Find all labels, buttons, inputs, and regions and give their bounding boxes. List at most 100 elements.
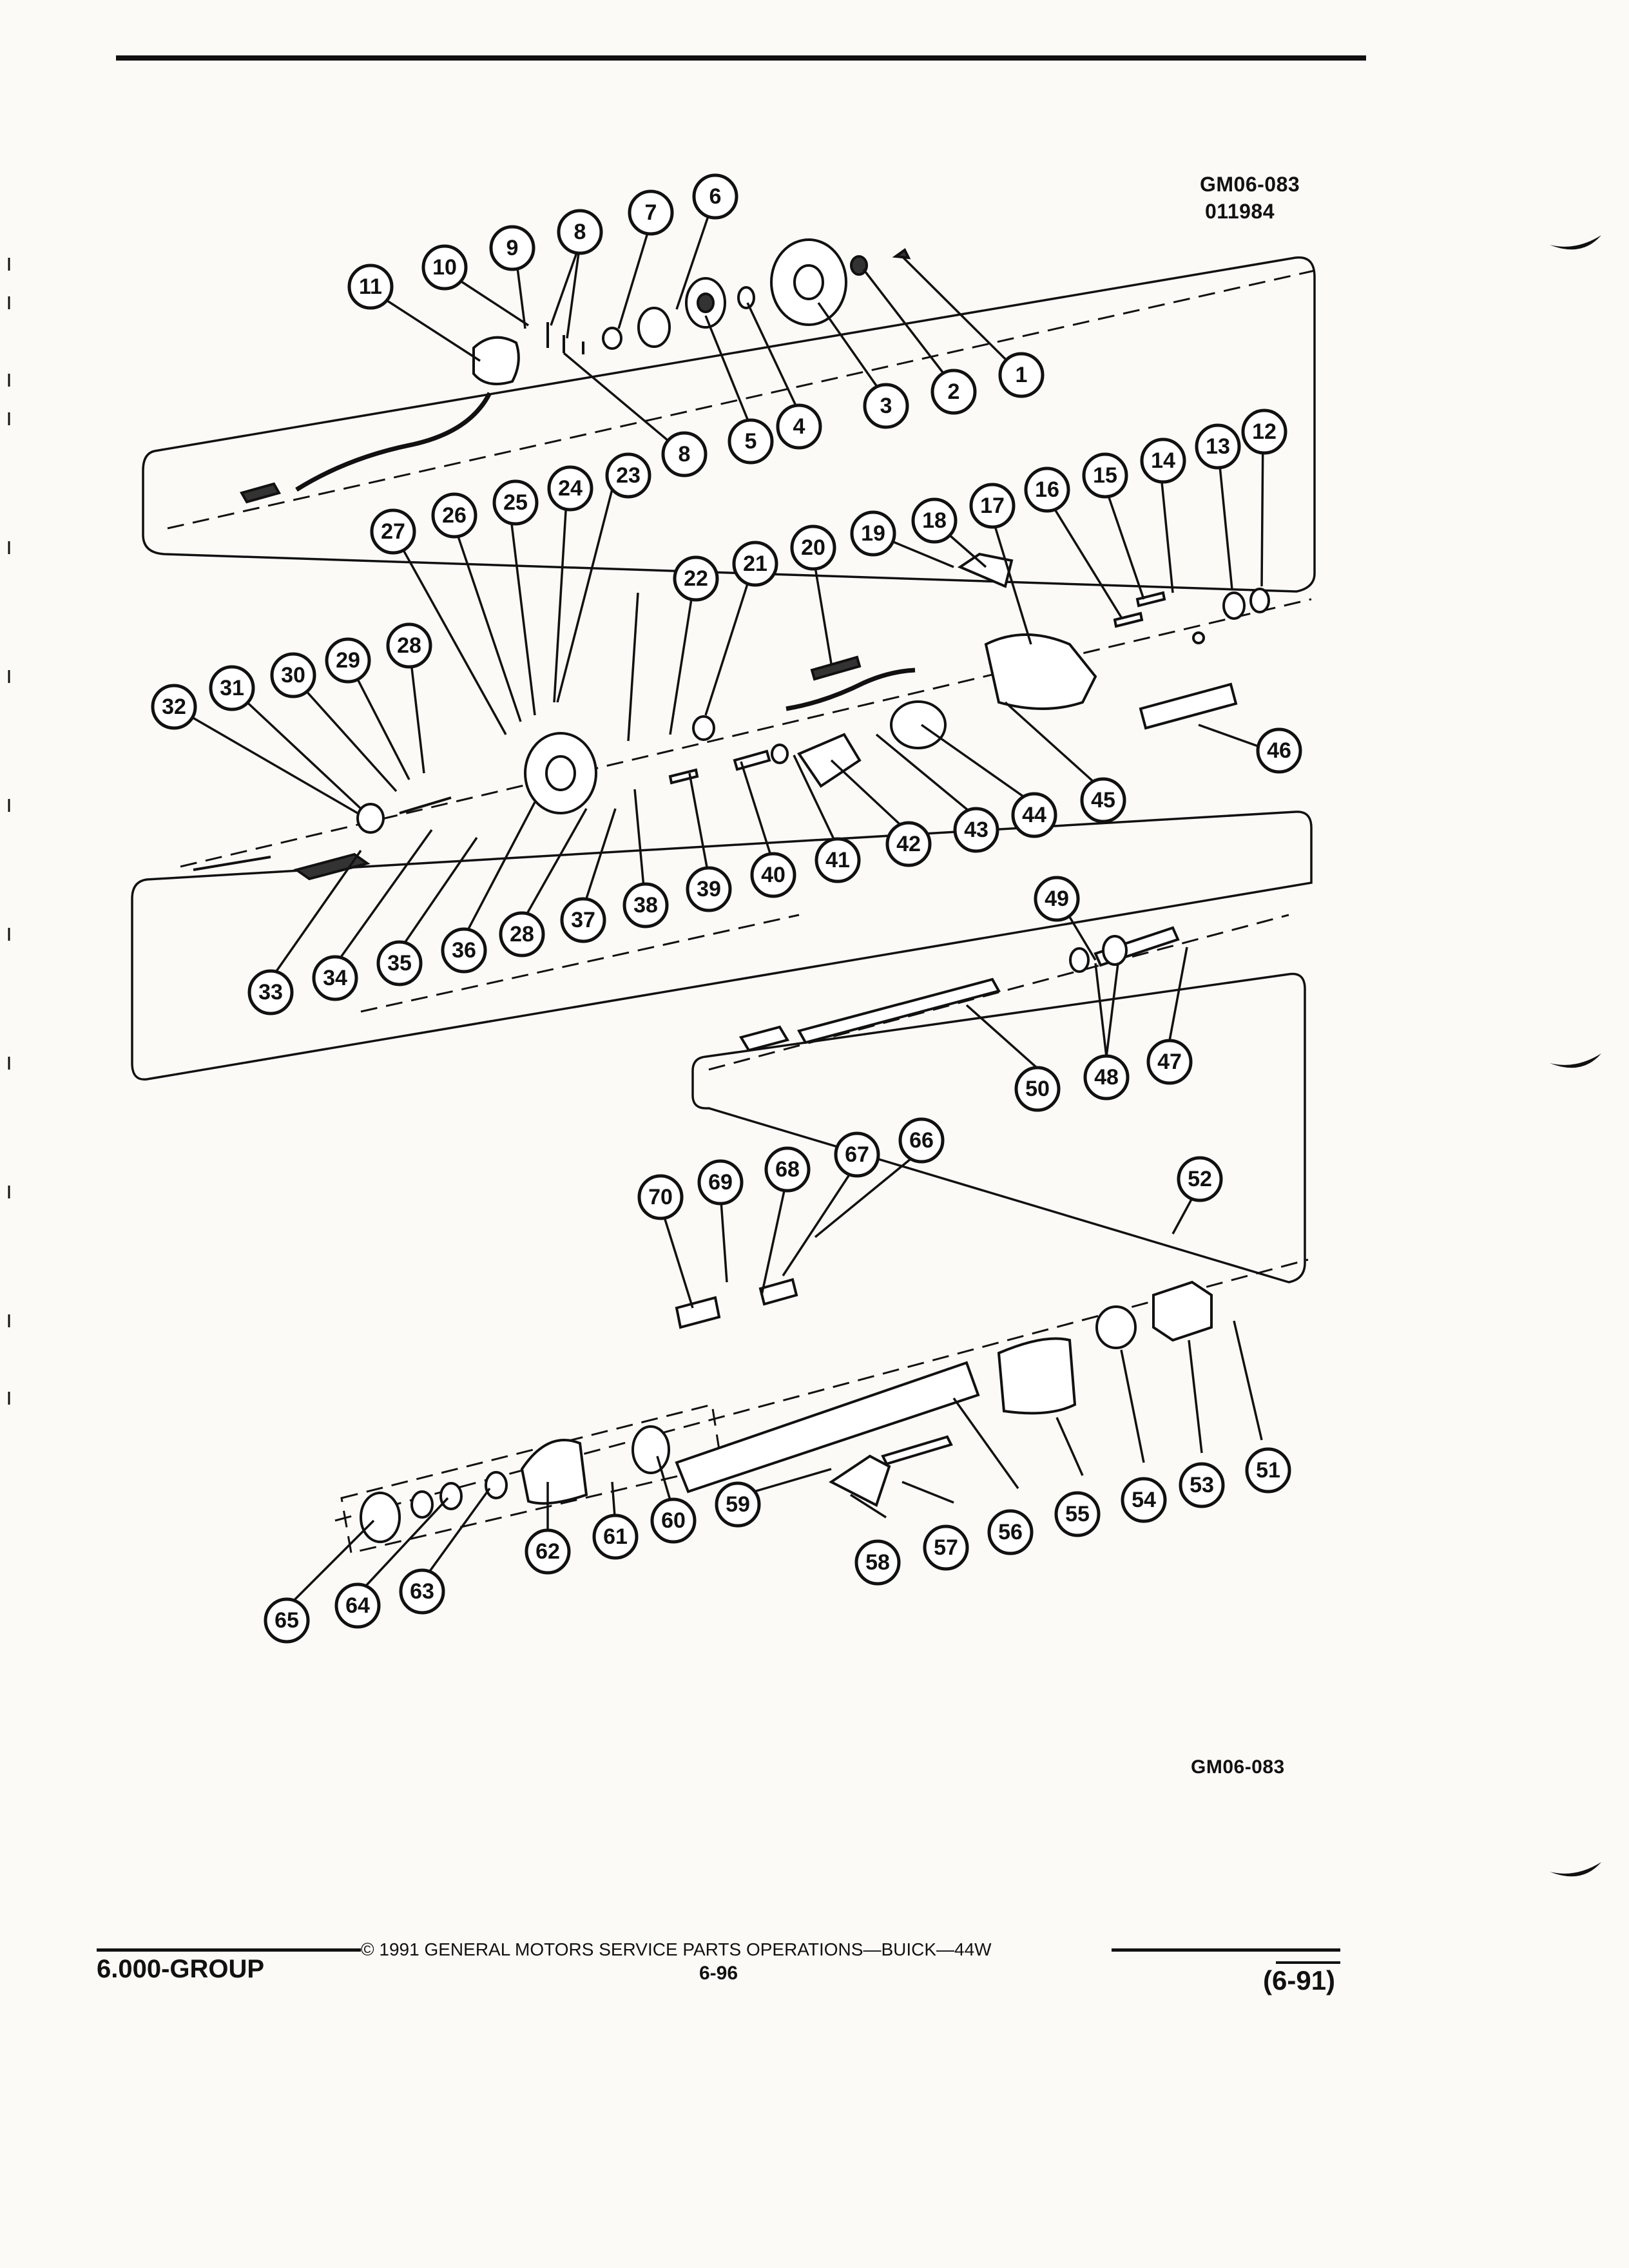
figure-id-bottom: GM06-083: [1191, 1756, 1285, 1778]
callout: 6: [692, 173, 738, 220]
svg-text:55: 55: [1065, 1502, 1090, 1526]
callout: 45: [1080, 777, 1126, 823]
callout: 17: [969, 483, 1016, 529]
callout: 14: [1140, 437, 1186, 484]
svg-text:35: 35: [387, 951, 412, 975]
svg-text:11: 11: [359, 274, 382, 299]
callout: 61: [592, 1514, 639, 1560]
callout: 11: [347, 264, 394, 310]
callout: 63: [399, 1568, 445, 1615]
svg-text:39: 39: [697, 877, 721, 901]
footer-left-rule: [97, 1948, 361, 1952]
svg-text:26: 26: [442, 503, 467, 528]
svg-text:8: 8: [679, 442, 691, 466]
svg-text:13: 13: [1206, 434, 1230, 459]
edge-mark: [1550, 1862, 1601, 1877]
callout: 51: [1245, 1447, 1291, 1494]
callout: 21: [732, 541, 778, 587]
svg-text:32: 32: [162, 695, 186, 719]
svg-text:24: 24: [558, 476, 583, 501]
svg-text:34: 34: [323, 966, 347, 990]
svg-text:50: 50: [1025, 1077, 1050, 1101]
svg-text:66: 66: [909, 1128, 934, 1153]
callout: 26: [431, 492, 477, 539]
svg-text:68: 68: [775, 1157, 800, 1182]
svg-text:15: 15: [1093, 463, 1117, 488]
svg-text:54: 54: [1132, 1488, 1156, 1512]
callout: 28: [386, 622, 432, 669]
callout: 32: [151, 684, 197, 730]
callout: 35: [376, 940, 423, 986]
callout: 38: [622, 882, 669, 928]
callout: 12: [1241, 408, 1287, 455]
callout: 52: [1177, 1156, 1223, 1202]
callout: 25: [492, 479, 539, 526]
svg-text:9: 9: [506, 236, 519, 260]
svg-text:51: 51: [1256, 1458, 1280, 1483]
callout: 42: [885, 821, 932, 867]
svg-text:29: 29: [336, 648, 360, 673]
callout: 41: [815, 837, 861, 883]
svg-text:16: 16: [1035, 477, 1059, 502]
callout: 70: [637, 1174, 684, 1220]
svg-text:63: 63: [410, 1579, 434, 1604]
callout: 34: [312, 955, 358, 1001]
callout: 65: [264, 1597, 310, 1644]
svg-text:3: 3: [880, 394, 892, 418]
svg-text:60: 60: [661, 1508, 686, 1533]
callout: 58: [854, 1539, 901, 1586]
callout: 7: [628, 189, 674, 236]
callout: 8: [661, 431, 708, 477]
callout: 53: [1179, 1462, 1225, 1508]
svg-text:65: 65: [275, 1608, 299, 1633]
footer-page-number: 6-96: [699, 1963, 738, 1984]
footer-copyright: © 1991 GENERAL MOTORS SERVICE PARTS OPER…: [361, 1939, 992, 1959]
svg-text:42: 42: [896, 832, 921, 856]
callout: 66: [898, 1117, 945, 1164]
callout: 36: [441, 927, 487, 974]
footer-group: 6.000-GROUP: [97, 1955, 265, 1983]
panel-lower: [691, 914, 1306, 1283]
svg-text:27: 27: [381, 519, 405, 544]
callout: 3: [863, 383, 909, 429]
svg-text:36: 36: [452, 938, 476, 963]
callout: 8: [557, 209, 603, 255]
callout: 24: [547, 465, 593, 512]
svg-text:33: 33: [258, 980, 283, 1004]
svg-text:67: 67: [845, 1142, 869, 1167]
callout: 43: [953, 807, 999, 853]
edge-mark: [1550, 1053, 1601, 1068]
callout: 28: [499, 911, 545, 957]
callout: 40: [750, 852, 796, 898]
callout: 69: [697, 1159, 744, 1206]
callout: 37: [560, 897, 606, 943]
callout: 29: [325, 637, 371, 684]
svg-text:30: 30: [281, 663, 305, 687]
svg-text:21: 21: [743, 552, 767, 576]
svg-text:14: 14: [1151, 448, 1175, 473]
svg-text:19: 19: [861, 521, 885, 546]
callout: 33: [247, 969, 294, 1015]
svg-text:31: 31: [220, 676, 244, 700]
svg-text:38: 38: [633, 893, 658, 918]
callout: 44: [1011, 792, 1057, 838]
callout: 9: [489, 225, 535, 271]
callout: 49: [1034, 876, 1080, 922]
figure-id-code: 011984: [1205, 200, 1275, 223]
callout: 2: [930, 369, 977, 415]
callout: 10: [421, 244, 468, 291]
svg-text:43: 43: [964, 818, 988, 842]
callout: 23: [605, 452, 651, 499]
callout: 5: [728, 418, 774, 465]
svg-text:4: 4: [793, 414, 805, 439]
svg-text:25: 25: [503, 490, 528, 515]
callout: 55: [1054, 1491, 1101, 1537]
svg-text:8: 8: [574, 220, 586, 244]
footer-right-rule: [1112, 1948, 1340, 1952]
svg-text:69: 69: [708, 1170, 733, 1195]
callout: 57: [923, 1524, 969, 1571]
callout: 20: [790, 524, 836, 571]
callout: 54: [1121, 1477, 1167, 1523]
callout: 19: [850, 510, 896, 557]
